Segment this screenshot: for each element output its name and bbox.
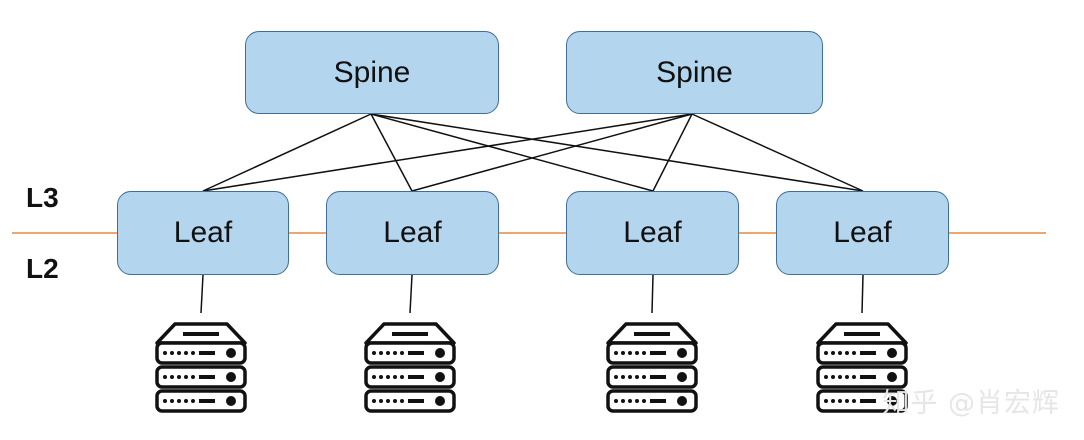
spine-node-1: Spine (245, 31, 499, 114)
server-icon (155, 322, 247, 413)
leaf-node-label: Leaf (623, 216, 682, 249)
link-spine2-leaf3 (652, 113, 693, 192)
layer-label-l3: L3 (26, 182, 59, 213)
link-leaf4-server4 (861, 274, 864, 314)
link-spine2-leaf2 (411, 113, 693, 192)
watermark: 知乎 @肖宏辉 (882, 388, 1060, 419)
link-spine1-leaf4 (370, 113, 864, 192)
link-leaf1-server1 (200, 274, 204, 314)
link-spine1-leaf2 (370, 113, 413, 192)
leaf-node-label: Leaf (173, 216, 233, 249)
leaf-node-4: Leaf (776, 191, 949, 275)
link-leaf2-server2 (409, 274, 413, 314)
server-icon (816, 322, 908, 413)
leaf-node-3: Leaf (566, 191, 739, 275)
spine-node-label: Spine (656, 55, 733, 89)
link-leaf3-server3 (651, 274, 654, 314)
server-icon (364, 322, 456, 413)
leaf-node-label: Leaf (833, 216, 892, 249)
leaf-node-2: Leaf (326, 191, 499, 275)
spine-node-2: Spine (566, 31, 823, 114)
spine-node-label: Spine (333, 55, 411, 89)
leaf-node-1: Leaf (117, 191, 289, 275)
server-icon (606, 322, 698, 413)
layer-label-l2: L2 (26, 253, 59, 284)
link-spine1-leaf3 (370, 113, 654, 192)
link-spine2-leaf4 (691, 113, 864, 192)
link-spine1-leaf1 (202, 113, 372, 192)
leaf-node-label: Leaf (383, 216, 442, 249)
link-spine2-leaf1 (202, 113, 693, 192)
